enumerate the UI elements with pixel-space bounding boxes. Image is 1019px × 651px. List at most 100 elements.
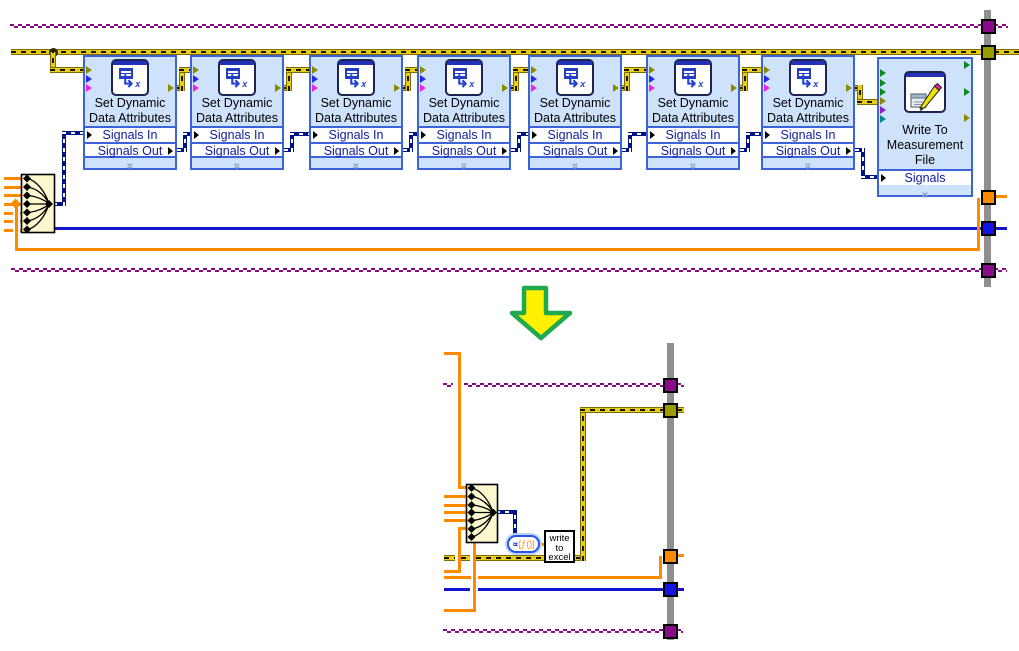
- error-wire[interactable]: [580, 407, 586, 561]
- dynamic-data-wire[interactable]: [861, 148, 865, 179]
- orange-wire[interactable]: [473, 541, 476, 611]
- tunnel[interactable]: [663, 378, 678, 393]
- purple-wire[interactable]: [677, 383, 684, 387]
- orange-wire[interactable]: [444, 504, 468, 507]
- tunnel[interactable]: [663, 624, 678, 639]
- expand-chevron-icon[interactable]: »: [686, 162, 700, 168]
- write-to-excel-subvi[interactable]: write to excel: [544, 530, 575, 563]
- dynamic-data-wire[interactable]: [511, 148, 521, 152]
- convert-from-dynamic-data-icon[interactable]: ∝[ƒ()]: [507, 535, 540, 553]
- orange-wire[interactable]: [444, 519, 468, 522]
- orange-wire[interactable]: [4, 211, 13, 215]
- orange-wire[interactable]: [677, 554, 684, 557]
- dynamic-data-wire[interactable]: [517, 132, 521, 152]
- orange-wire[interactable]: [15, 248, 980, 251]
- orange-wire[interactable]: [444, 570, 461, 573]
- dynamic-data-wire[interactable]: [746, 132, 761, 136]
- signals-in-terminal[interactable]: Signals In: [311, 126, 401, 142]
- orange-wire[interactable]: [458, 528, 461, 573]
- blue-wire[interactable]: [478, 588, 665, 591]
- error-wire[interactable]: [405, 67, 411, 91]
- purple-wire[interactable]: [443, 383, 453, 387]
- purple-wire[interactable]: [10, 24, 985, 28]
- orange-wire[interactable]: [458, 486, 468, 489]
- error-wire[interactable]: [994, 49, 1019, 55]
- dynamic-data-wire[interactable]: [183, 132, 190, 136]
- orange-wire[interactable]: [659, 556, 662, 579]
- blue-wire[interactable]: [677, 588, 684, 591]
- expand-chevron-icon[interactable]: »: [123, 162, 137, 168]
- error-wire[interactable]: [50, 52, 56, 73]
- dynamic-data-wire[interactable]: [183, 132, 187, 152]
- signals-out-terminal[interactable]: Signals Out: [311, 142, 401, 158]
- orange-wire[interactable]: [444, 351, 461, 355]
- expand-chevron-icon[interactable]: »: [918, 191, 932, 197]
- purple-wire[interactable]: [994, 24, 1008, 28]
- error-wire[interactable]: [179, 67, 185, 91]
- error-wire[interactable]: [179, 67, 190, 73]
- dynamic-data-wire[interactable]: [855, 148, 865, 152]
- orange-wire[interactable]: [4, 186, 22, 189]
- dynamic-data-wire[interactable]: [861, 175, 877, 179]
- signals-out-terminal[interactable]: Signals Out: [763, 142, 853, 158]
- dynamic-data-wire[interactable]: [517, 132, 528, 136]
- orange-wire[interactable]: [444, 495, 468, 498]
- error-wire[interactable]: [405, 67, 417, 73]
- blue-wire[interactable]: [444, 588, 470, 591]
- dynamic-data-wire[interactable]: [746, 132, 750, 152]
- dynamic-data-wire[interactable]: [62, 131, 66, 206]
- purple-wire[interactable]: [443, 629, 665, 633]
- loop-border[interactable]: [667, 343, 674, 640]
- orange-wire[interactable]: [994, 195, 1007, 198]
- dynamic-data-wire[interactable]: [513, 510, 517, 537]
- orange-wire[interactable]: [4, 229, 13, 232]
- dynamic-data-wire[interactable]: [62, 131, 83, 135]
- purple-wire[interactable]: [994, 268, 1007, 272]
- dynamic-data-wire[interactable]: [628, 132, 632, 152]
- tunnel[interactable]: [663, 549, 678, 564]
- tunnel[interactable]: [981, 45, 996, 60]
- dynamic-data-wire[interactable]: [290, 132, 294, 152]
- signals-in-terminal[interactable]: Signals In: [648, 126, 738, 142]
- expand-chevron-icon[interactable]: »: [230, 162, 244, 168]
- blue-wire[interactable]: [994, 227, 1007, 230]
- dynamic-data-wire[interactable]: [53, 202, 66, 206]
- signals-in-terminal[interactable]: Signals In: [85, 126, 175, 142]
- purple-wire[interactable]: [464, 383, 665, 387]
- signals-in-terminal[interactable]: Signals In: [419, 126, 509, 142]
- dynamic-data-wire[interactable]: [496, 510, 517, 514]
- loop-border[interactable]: [984, 10, 991, 287]
- orange-wire[interactable]: [444, 576, 471, 579]
- orange-wire[interactable]: [4, 220, 13, 223]
- error-wire[interactable]: [624, 67, 630, 91]
- orange-wire[interactable]: [444, 608, 476, 612]
- tunnel[interactable]: [981, 221, 996, 236]
- error-wire[interactable]: [580, 407, 665, 413]
- orange-wire[interactable]: [15, 204, 18, 251]
- orange-wire[interactable]: [458, 527, 468, 530]
- expand-chevron-icon[interactable]: »: [349, 162, 363, 168]
- expand-chevron-icon[interactable]: »: [568, 162, 582, 168]
- dynamic-data-wire[interactable]: [290, 132, 309, 136]
- tunnel[interactable]: [981, 190, 996, 205]
- dynamic-data-wire[interactable]: [740, 148, 750, 152]
- error-wire[interactable]: [286, 67, 292, 91]
- error-wire[interactable]: [286, 67, 309, 73]
- tunnel[interactable]: [981, 19, 996, 34]
- expand-chevron-icon[interactable]: »: [801, 162, 815, 168]
- signals-terminal[interactable]: Signals: [879, 169, 971, 185]
- error-wire[interactable]: [444, 555, 455, 561]
- error-wire[interactable]: [857, 85, 863, 105]
- orange-wire[interactable]: [444, 511, 468, 514]
- signals-in-terminal[interactable]: Signals In: [192, 126, 282, 142]
- signals-out-terminal[interactable]: Signals Out: [530, 142, 620, 158]
- orange-wire[interactable]: [4, 194, 22, 197]
- tunnel[interactable]: [663, 582, 678, 597]
- dynamic-data-wire[interactable]: [177, 148, 187, 152]
- orange-wire[interactable]: [977, 198, 980, 251]
